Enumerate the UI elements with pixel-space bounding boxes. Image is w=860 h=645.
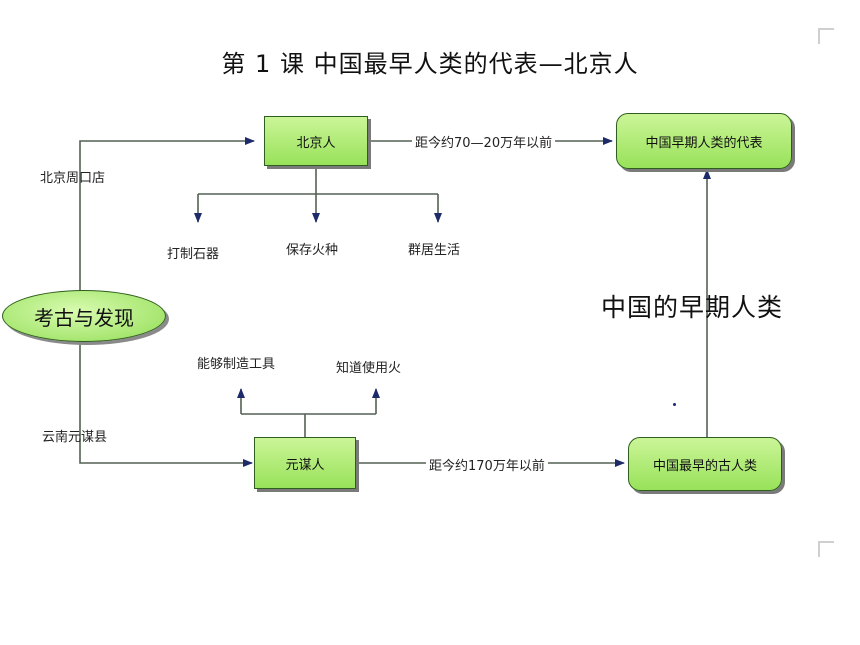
node-yuanmou-man: 元谋人 (254, 437, 356, 489)
edge-root-to-yuanmou (79, 340, 253, 467)
beijing-age-label: 距今约70—20万年以前 (412, 132, 556, 151)
early-humans-label: 中国的早期人类 (601, 293, 784, 322)
corner-mark-bottom (818, 541, 834, 557)
node-archaeology-discovery: 考古与发现 (2, 290, 166, 342)
corner-mark-top (818, 28, 834, 44)
edge-beijing-traits-bar (198, 166, 438, 195)
trait-stone-tools: 打制石器 (167, 247, 220, 262)
node-early-representative: 中国早期人类的代表 (616, 113, 792, 169)
zhoukoudian-label: 北京周口店 (40, 171, 106, 186)
trait-use-fire: 知道使用火 (336, 361, 402, 376)
slide-title: 第 1 课 中国最早人类的代表—北京人 (221, 50, 639, 78)
yuanmou-age-label: 距今约170万年以前 (426, 455, 548, 474)
node-beijing-man: 北京人 (264, 116, 368, 166)
yuanmou-county-label: 云南元谋县 (42, 430, 108, 445)
trait-make-tools: 能够制造工具 (197, 357, 276, 372)
trait-group-living: 群居生活 (408, 243, 461, 258)
edge-yuanmou-traits-bar (241, 413, 376, 437)
stray-dot (673, 403, 676, 406)
node-earliest-humans: 中国最早的古人类 (628, 437, 782, 491)
trait-keep-fire: 保存火种 (286, 243, 339, 258)
edge-root-to-beijing (79, 137, 255, 292)
